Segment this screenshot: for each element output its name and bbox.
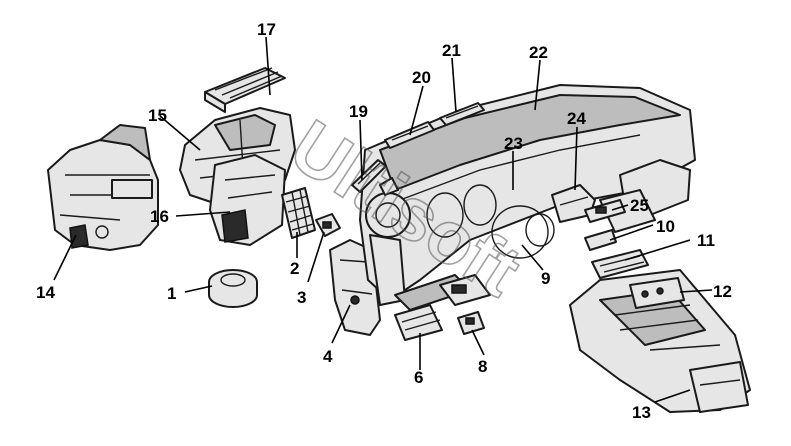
part-9-instrument-cluster xyxy=(439,274,491,306)
label-19: 19 xyxy=(349,102,368,121)
label-11: 11 xyxy=(697,231,715,250)
callout-labels: 1 2 3 4 6 8 9 10 11 12 13 14 15 16 17 19… xyxy=(36,20,732,422)
label-9: 9 xyxy=(541,269,550,288)
label-20: 20 xyxy=(412,68,431,87)
part-14-heater-box xyxy=(47,124,159,251)
label-16: 16 xyxy=(150,207,169,226)
label-14: 14 xyxy=(36,283,55,302)
part-11-control-unit xyxy=(591,249,649,279)
label-24: 24 xyxy=(567,109,586,128)
label-17: 17 xyxy=(257,20,276,39)
part-12-console-switch-panel xyxy=(629,277,685,309)
label-15: 15 xyxy=(148,106,167,125)
part-small-vent-cap xyxy=(379,177,399,196)
label-23: 23 xyxy=(504,134,523,153)
part-13-center-console xyxy=(569,269,751,413)
label-6: 6 xyxy=(414,368,423,387)
part-25-switch-panel xyxy=(584,199,626,223)
label-8: 8 xyxy=(478,357,487,376)
part-3-clip xyxy=(315,213,341,237)
part-21-defrost-vent xyxy=(439,102,485,126)
part-19-vent xyxy=(351,159,387,193)
label-21: 21 xyxy=(442,41,461,60)
part-6-switch-block xyxy=(394,304,443,341)
label-2: 2 xyxy=(290,259,299,278)
part-8-switch xyxy=(457,311,485,335)
part-17-air-filter xyxy=(204,67,286,113)
leader-lines xyxy=(53,36,713,403)
label-25: 25 xyxy=(630,196,649,215)
label-4: 4 xyxy=(323,347,333,366)
label-3: 3 xyxy=(297,288,306,307)
part-2-grille xyxy=(281,187,316,239)
part-1-knob xyxy=(208,269,258,308)
label-1: 1 xyxy=(167,284,176,303)
label-13: 13 xyxy=(632,403,651,422)
label-10: 10 xyxy=(656,217,675,236)
label-22: 22 xyxy=(529,43,548,62)
part-16-air-distribution-box xyxy=(209,154,286,246)
label-12: 12 xyxy=(713,282,732,301)
part-10-switch xyxy=(584,229,617,251)
part-22-dashboard xyxy=(359,84,696,301)
